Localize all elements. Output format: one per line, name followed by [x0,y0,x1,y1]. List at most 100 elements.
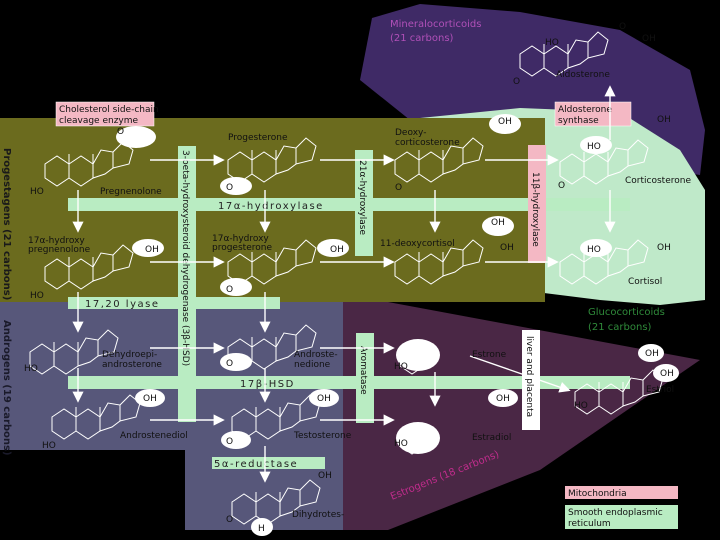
estriol-oh2-highlight [653,364,679,382]
deoxycortisol-label: 11-deoxycortisol [380,239,455,249]
estriol-label: Estriol [646,385,674,395]
pregnenolone-o-atom: O [226,183,233,193]
cortisol-ho-atom: HO [587,245,601,255]
hsd-3b-bar [178,146,196,422]
deoxycortisol-oh-highlight [482,216,514,236]
hydroxypregnenolone-oh-atom: OH [145,245,159,255]
scc-enzyme-label-2: cleavage enzyme [59,116,139,126]
dhea-label-1: Dehydroepi- [102,350,157,360]
hydroxyprogesterone-label-1: 17α-hydroxy [212,234,269,244]
mineralocorticoids-carbons-label: (21 carbons) [390,33,454,44]
hydroxylase-21a-label: 21α-hydroxylase [357,160,367,235]
testosterone-oh-atom: OH [317,394,331,404]
glucocorticoids-label: Glucocorticoids [588,307,665,318]
hydroxylase-17a-label: 17α-hydroxylase [218,201,324,212]
estradiol-label: Estradiol [472,433,511,443]
aldosterone-ho-atom: HO [545,38,559,48]
androstenedione-o-highlight [220,353,252,371]
dht-o-atom: O [226,515,233,525]
dht-h-highlight [251,518,273,536]
hydroxyprogesterone-o-atom: O [226,285,233,295]
hydroxyprogesterone-o-highlight [220,278,252,296]
deoxycorticosterone-label-2: corticosterone [395,138,460,148]
deoxycorticosterone-label-1: Deoxy- [395,128,426,138]
androstenedione-label-1: Androste- [294,350,338,360]
estriol-oh-highlight [638,344,664,362]
glucocorticoids-carbons-label: (21 carbons) [588,322,652,333]
hydroxyprogesterone-oh-atom: OH [330,245,344,255]
legend-er-label-1: Smooth endoplasmic [568,508,663,518]
scc-enzyme-label-1: Cholesterol side-chain [59,105,159,115]
hsd-17b-bar [68,376,630,389]
corticosterone-oh-atom: OH [657,115,671,125]
mineralocorticoids-label: Mineralocorticoids [390,19,481,30]
aldosterone-oh-atom: OH [642,34,656,44]
liver-placenta-bar [522,330,540,430]
estrone-label: Estrone [472,350,507,360]
estrone-ho-atom: HO [394,362,408,372]
hydroxylase-11b-bar [528,145,546,263]
hydroxypregnenolone-ho-atom: HO [30,291,44,301]
hydroxylase-21a-bar [355,150,373,256]
reductase-5a-bar [212,457,325,469]
hydroxylase-11b-label: 11β-hydroxylase [530,172,540,247]
aldosterone-synthase-label-2: synthase [558,116,599,126]
scc-side-chain-highlight [116,126,156,148]
cortisol-ho-highlight [580,239,612,257]
hydroxyprogesterone-label-2: progesterone [212,243,272,253]
legend-mitochondria-label: Mitochondria [568,489,627,499]
dht-oh-atom: OH [318,471,332,481]
aromatase-bar [356,333,374,423]
reductase-5a-label: 5α-reductase [214,459,298,470]
aldosterone-synthase-box [554,101,632,127]
deoxycortisol-oh-atom: OH [491,218,505,228]
hsd-17b-label: 17β-HSD [240,379,295,390]
testosterone-o-atom: O [226,437,233,447]
aldosterone-synthase-label-1: Aldosterone [558,105,612,115]
estradiol-oh-highlight [488,389,518,407]
androstenediol-label: Androstenediol [120,431,188,441]
hydroxylase-17a-bar [68,198,630,211]
legend-mitochondria-box [565,486,678,499]
deoxycorticosterone-oh-highlight [489,114,521,134]
corticosterone-ho-highlight [580,136,612,154]
corticosterone-ho-atom: HO [587,142,601,152]
androstenediol-oh-highlight [135,389,165,407]
dhea-label-2: androsterone [102,360,162,370]
estradiol-oh-atom: OH [496,394,510,404]
deoxycortisol-oh2-atom: OH [500,243,514,253]
pregnenolone-ho-atom: HO [30,187,44,197]
testosterone-label: Testosterone [293,431,352,441]
deoxycorticosterone-oh-atom: OH [498,117,512,127]
estradiol-ring-highlight [396,422,440,454]
estrone-ring-highlight [396,339,440,371]
testosterone-o-highlight [221,431,251,449]
estriol-oh2-atom: OH [660,369,674,379]
pregnenolone-label: Pregnenolone [100,187,162,197]
arrow-estrone-to-estriol [469,355,571,393]
androgens-label: Androgens (19 carbons) [1,320,12,456]
pregnenolone-o-highlight [220,177,252,195]
lyase-1720-label: 17,20 lyase [85,299,160,310]
androstenedione-label-2: nedione [294,360,331,370]
estriol-ho-atom: HO [574,401,588,411]
estriol-oh-atom: OH [645,349,659,359]
legend-er-box [565,505,678,529]
aromatase-label: Aromatase [358,346,368,395]
corticosterone-label: Corticosterone [625,176,691,186]
cortisol-oh-atom: OH [657,243,671,253]
androstenediol-oh-atom: OH [143,394,157,404]
corticosterone-o-atom: O [558,181,565,191]
androstenedione-o-atom: O [226,359,233,369]
progestagens-label: Progestagens (21 carbons) [1,148,12,300]
progesterone-label: Progesterone [228,133,288,143]
scc-enzyme-box [55,101,155,127]
deoxycorticosterone-o-atom: O [395,183,402,193]
hydroxypregnenolone-label-2: pregnenolone [28,245,91,255]
hydroxypregnenolone-label-1: 17α-hydroxy [28,236,85,246]
legend-er-label-2: reticulum [568,519,611,529]
aldosterone-o-atom: O [619,22,626,32]
androstenediol-ho-atom: HO [42,441,56,451]
